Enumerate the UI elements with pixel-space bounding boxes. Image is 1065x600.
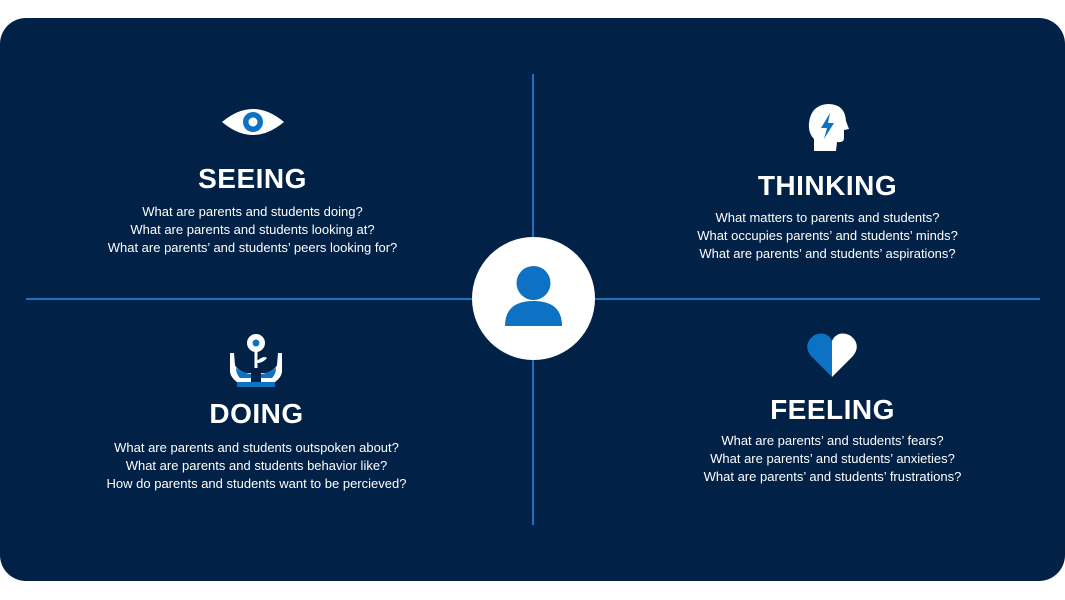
head-lightning-icon xyxy=(808,104,849,151)
question-line: What are parents’ and students’ frustrat… xyxy=(703,469,962,484)
question-line: What are parents and students doing? xyxy=(142,204,363,219)
quadrant-thinking: THINKING What matters to parents and stu… xyxy=(655,18,1000,298)
empathy-map: SEEING What are parents and students doi… xyxy=(0,18,1065,581)
question-line: What are parents’ and students’ anxietie… xyxy=(710,451,955,466)
question-line: What are parents and students outspoken … xyxy=(114,440,399,455)
question-line: What occupies parents’ and students’ min… xyxy=(697,228,958,243)
quadrant-title: SEEING xyxy=(198,163,307,194)
quadrant-questions: What are parents and students doing? Wha… xyxy=(80,203,425,257)
quadrant-title: THINKING xyxy=(757,170,898,201)
quadrant-questions: What matters to parents and students? Wh… xyxy=(655,209,1000,263)
question-line: What matters to parents and students? xyxy=(715,210,940,225)
question-line: What are parents’ and students’ peers lo… xyxy=(107,240,398,255)
quadrant-doing: DOING What are parents and students outs… xyxy=(84,300,429,580)
question-line: How do parents and students want to be p… xyxy=(106,476,407,491)
quadrant-title: FEELING xyxy=(770,394,895,425)
quadrant-seeing: SEEING What are parents and students doi… xyxy=(80,18,425,298)
quadrant-questions: What are parents’ and students’ fears? W… xyxy=(660,432,1005,486)
center-circle xyxy=(472,237,595,360)
question-line: What are parents and students looking at… xyxy=(130,222,375,237)
question-line: What are parents’ and students’ fears? xyxy=(721,433,944,448)
question-line: What are parents and students behavior l… xyxy=(125,458,388,473)
person-icon xyxy=(505,266,562,326)
hands-flower-icon xyxy=(230,334,282,387)
heart-icon xyxy=(807,333,857,377)
question-line: What are parents’ and students’ aspirati… xyxy=(699,246,956,261)
quadrant-questions: What are parents and students outspoken … xyxy=(84,439,429,493)
eye-icon xyxy=(222,109,284,135)
quadrant-title: DOING xyxy=(209,398,304,429)
quadrant-feeling: FEELING What are parents’ and students’ … xyxy=(660,300,1005,580)
